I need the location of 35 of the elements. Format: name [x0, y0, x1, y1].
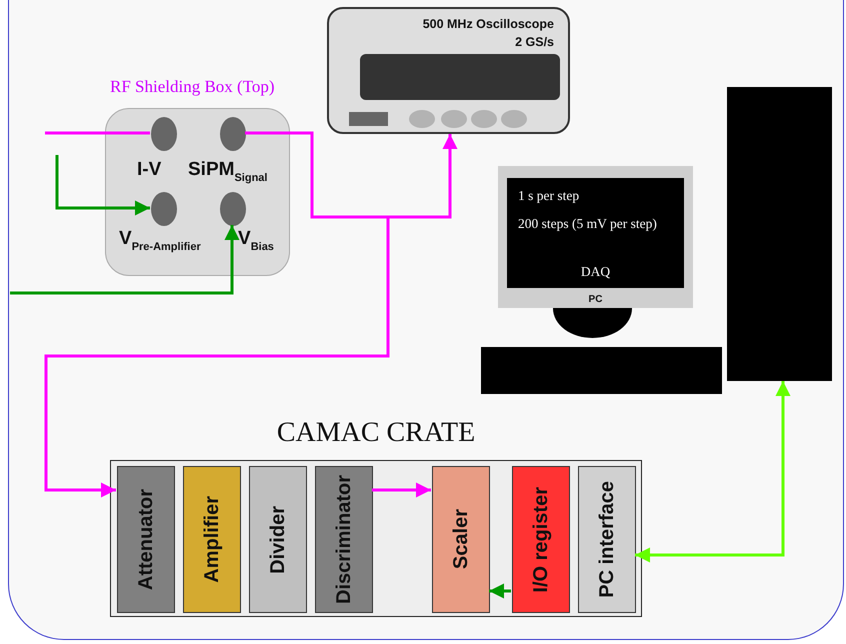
box-heading: RF Shielding Box (Top): [110, 77, 275, 97]
oscilloscope: [327, 7, 570, 134]
arrow: [635, 381, 790, 562]
port-label: V$_{Pre-Amplifier}$: [119, 228, 201, 253]
crate-module: [117, 466, 175, 613]
module-label: I/O register: [530, 486, 552, 592]
screen-text: 1 s per step: [518, 188, 580, 204]
oscilloscope-spec: 2 GS/s: [515, 35, 554, 49]
monitor-label: PC: [588, 294, 604, 305]
crate-module: [315, 466, 373, 613]
port-label: SiPM$_{Signal}$: [188, 159, 268, 184]
port-label: V$_{Bias}$: [238, 228, 274, 253]
pc-monitor: [498, 166, 693, 308]
arrow: [372, 482, 431, 498]
arrow: [56, 155, 150, 216]
arrow: [10, 225, 240, 294]
screen-text: 200 steps (5 mV per step): [518, 216, 657, 232]
module-label: Divider: [266, 506, 290, 574]
port-label: I-V: [137, 159, 162, 181]
module-label: PC interface: [596, 481, 618, 598]
screen-text: DAQ: [580, 264, 612, 280]
crate-heading: CAMAC CRATE: [276, 417, 476, 449]
module-label: Scaler: [450, 509, 472, 570]
arrow: [489, 584, 511, 598]
crate-module: [578, 466, 636, 613]
module-label: Discriminator: [332, 475, 356, 604]
oscilloscope-spec: 500 MHz Oscilloscope: [422, 17, 554, 31]
pc-tower: [727, 87, 832, 381]
crate-module: [432, 466, 490, 613]
crate-module: [249, 466, 307, 613]
crate-module: [183, 466, 241, 613]
module-label: Amplifier: [200, 496, 224, 583]
module-label: Attenuator: [134, 488, 158, 590]
crate-module: [512, 466, 570, 613]
arrow: [44, 132, 390, 498]
